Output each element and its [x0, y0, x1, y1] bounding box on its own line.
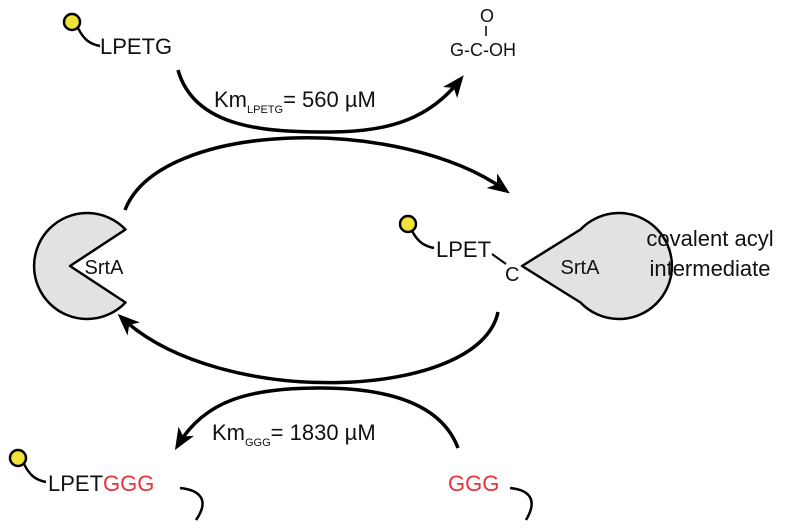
step2-km-label: KmGGG= 1830 µM [212, 420, 376, 449]
step1-arrow [176, 69, 464, 134]
product-linker [22, 463, 47, 484]
intermediate-enzyme-label: SrtA [561, 257, 601, 279]
nucleophile-tail [509, 486, 533, 521]
intermediate-peptide: LPET [436, 237, 491, 262]
thioester-bond-1 [491, 253, 507, 265]
free-enzyme: SrtA [32, 211, 127, 321]
step2-arrow [174, 386, 460, 451]
free-enzyme-label: SrtA [85, 257, 125, 279]
substrate-label-bead [62, 12, 82, 32]
product-tail [179, 486, 204, 521]
released-product: O G-C-OH [450, 6, 516, 60]
product-oxygen: O [480, 6, 494, 26]
ligation-product-text: LPETGGG [48, 471, 154, 496]
product-label-bead [8, 448, 28, 468]
substrate-linker [76, 27, 101, 48]
intermediate-enzyme-shape [520, 211, 674, 321]
product-formula: G-C-OH [450, 40, 516, 60]
enzyme-shape [32, 211, 127, 321]
substrate-text: LPETG [100, 34, 172, 59]
nucleophile-ggg: GGG [448, 471, 533, 521]
cycle-lower-arc [117, 311, 500, 385]
step1-km-label: KmLPETG= 560 µM [214, 87, 376, 116]
cycle-upper-arc [123, 136, 510, 211]
nucleophile-text: GGG [448, 471, 499, 496]
intermediate-caption-line2: intermediate [649, 256, 770, 281]
intermediate-linker [410, 230, 435, 250]
substrate-lpetg: LPETG [62, 12, 172, 59]
intermediate-carbon: C [505, 264, 519, 286]
ligation-product: LPETGGG [8, 448, 204, 521]
acyl-intermediate: LPET C SrtA covalent acyl intermediate [398, 211, 774, 321]
intermediate-caption-line1: covalent acyl [646, 226, 773, 251]
intermediate-label-bead [398, 214, 418, 234]
